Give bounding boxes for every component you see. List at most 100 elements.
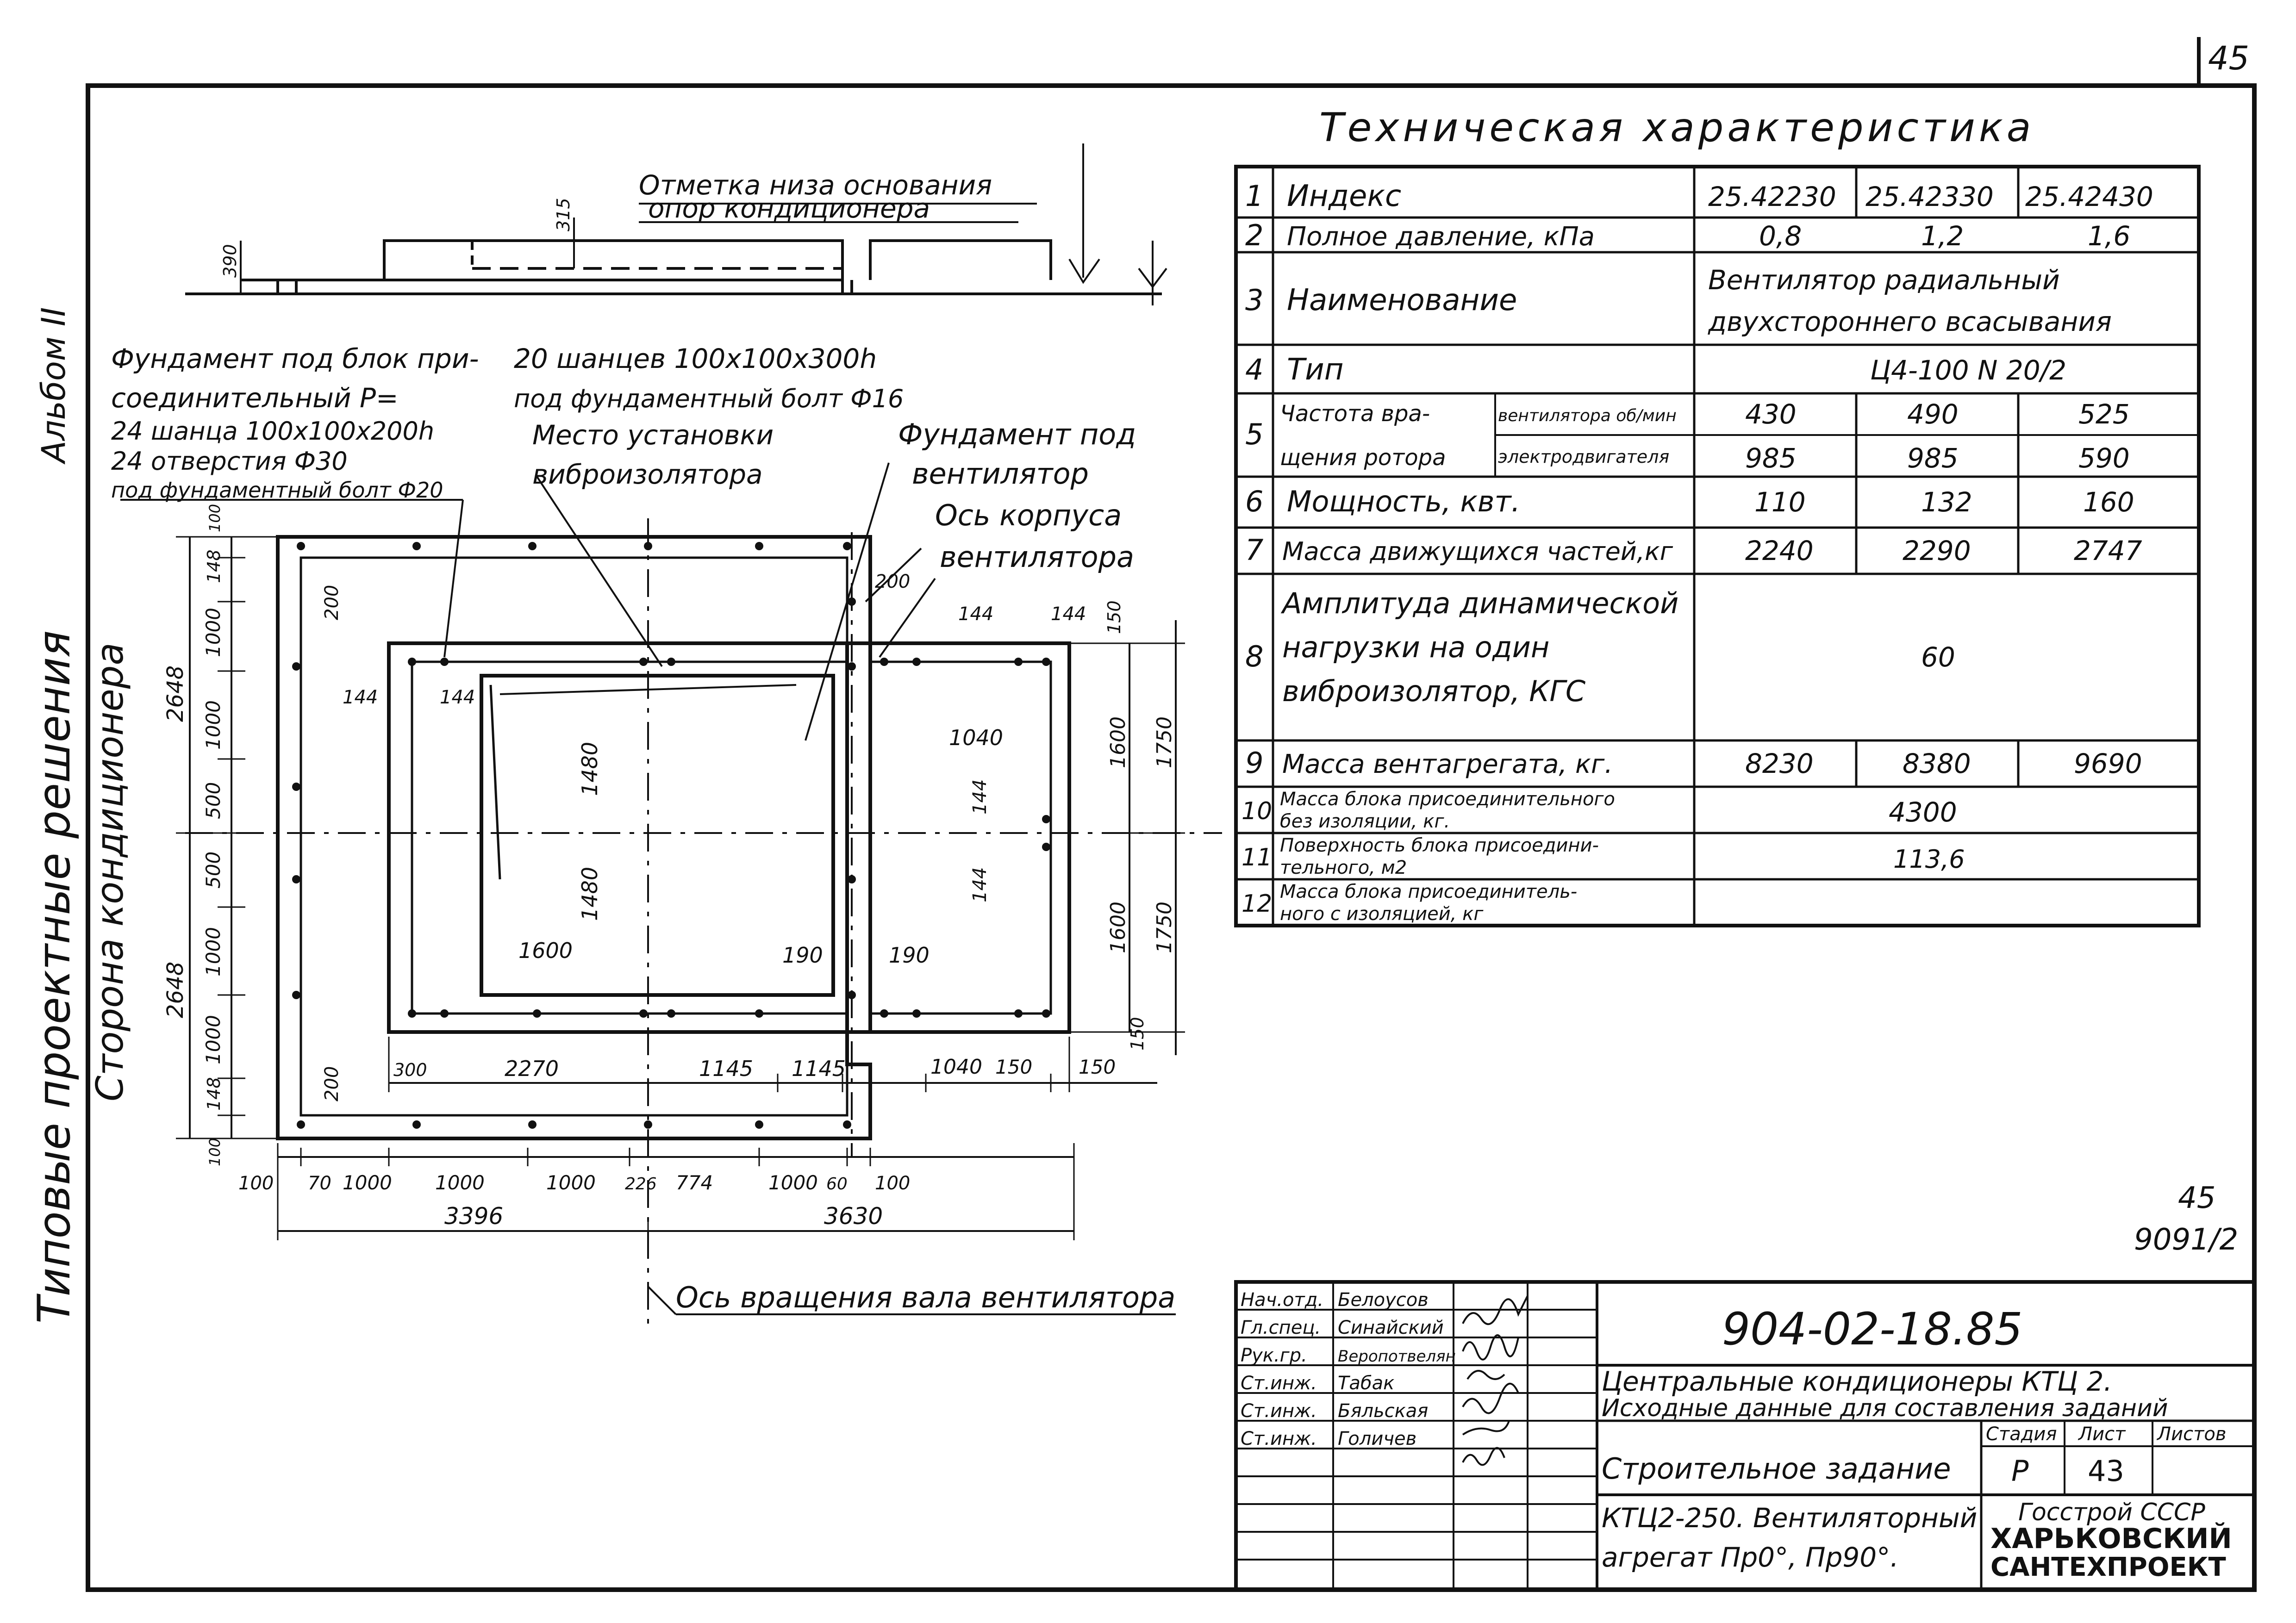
dim-b-3630: 3630 xyxy=(824,1203,883,1230)
row-5-sub-2: электродвигателя xyxy=(1498,447,1669,467)
sheet-ref-2: 9091/2 xyxy=(2134,1223,2238,1257)
row-2-v3: 1,6 xyxy=(2088,220,2130,252)
found-block-5: под фундаментный болт Ф20 xyxy=(111,478,443,503)
dim-150b: 150 xyxy=(995,1056,1032,1078)
found-block-3: 24 шанца 100х100х200h xyxy=(111,417,434,446)
dim-l-1000a: 1000 xyxy=(202,608,225,657)
dim-200b: 200 xyxy=(875,571,910,592)
sheets-header: Листов xyxy=(2156,1424,2226,1445)
found-fan-1: Фундамент под xyxy=(898,417,1136,451)
row-11-name-2: тельного, м2 xyxy=(1280,857,1407,878)
dim-200c: 200 xyxy=(321,1066,343,1101)
vibro-2: виброизолятора xyxy=(532,459,763,490)
row-5-v1b: 985 xyxy=(1745,442,1797,474)
doc-code: 904-02-18.85 xyxy=(1722,1303,2023,1355)
desc-1: КТЦ2-250. Вентиляторный xyxy=(1602,1502,1977,1534)
row-4-span: Ц4-100 N 20/2 xyxy=(1870,354,2066,386)
bolt-holes xyxy=(292,542,1050,1129)
row-6-num: 6 xyxy=(1245,485,1263,518)
row-5-v2a: 490 xyxy=(1907,398,1959,430)
row-3-num: 3 xyxy=(1245,283,1263,317)
dim-l-100b: 100 xyxy=(206,1138,224,1166)
row-5-name-1: Частота вра- xyxy=(1280,401,1430,427)
dim-l-1000d: 1000 xyxy=(202,1015,225,1064)
dim-m-1145b: 1145 xyxy=(792,1056,846,1081)
dim-200a: 200 xyxy=(321,585,343,620)
row-8-name-2: нагрузки на один xyxy=(1282,630,1549,664)
dim-l-500a: 500 xyxy=(202,782,225,819)
row-5-v2b: 985 xyxy=(1907,442,1959,474)
stamp-name-5: Бяльская xyxy=(1338,1400,1428,1422)
row-9-v2: 8380 xyxy=(1903,748,1971,779)
dim-m-1145a: 1145 xyxy=(699,1056,753,1081)
dim-r-1750a: 1750 xyxy=(1153,716,1176,768)
dim-b-100b: 100 xyxy=(875,1173,910,1194)
dim-1040a: 1040 xyxy=(949,725,1003,750)
row-5-v1a: 430 xyxy=(1745,398,1797,430)
row-10-num: 10 xyxy=(1242,797,1272,825)
dim-r-1600a: 1600 xyxy=(1106,716,1130,768)
dim-l-2648a: 2648 xyxy=(162,665,188,722)
row-8-name-1: Амплитуда динамической xyxy=(1280,586,1678,620)
row-7-v3: 2747 xyxy=(2074,535,2142,566)
axis-body-1: Ось корпуса xyxy=(935,498,1122,532)
dim-315: 315 xyxy=(553,198,574,231)
dim-144d: 144 xyxy=(1051,603,1086,625)
dim-r-1750b: 1750 xyxy=(1153,902,1176,953)
dim-1480a: 1480 xyxy=(577,742,602,796)
dim-b-70: 70 xyxy=(308,1173,331,1194)
dim-190b: 190 xyxy=(889,943,930,968)
dim-144b: 144 xyxy=(440,687,475,708)
title-block xyxy=(1234,1280,2256,1592)
dim-390: 390 xyxy=(220,244,240,278)
stage-header: Стадия xyxy=(1986,1424,2057,1445)
stamp-name-2: Синайский xyxy=(1338,1317,1444,1338)
row-12-num: 12 xyxy=(1242,890,1272,918)
row-1-v3: 25.42430 xyxy=(2025,181,2153,212)
row-11-span: 113,6 xyxy=(1893,845,1965,874)
dim-m-300: 300 xyxy=(393,1060,427,1080)
row-11-name-1: Поверхность блока присоедини- xyxy=(1280,835,1599,856)
dim-150c: 150 xyxy=(1079,1056,1116,1078)
page-number: 45 xyxy=(2208,39,2249,77)
found-block-4: 24 отверстия Ф30 xyxy=(111,447,348,476)
axis-body-2: вентилятора xyxy=(940,540,1134,574)
row-9-name: Масса вентагрегата, кг. xyxy=(1282,749,1613,779)
side-title-1: Типовые проектные решения xyxy=(28,630,80,1324)
album-label: Альбом II xyxy=(35,307,73,465)
found-fan-2: вентилятор xyxy=(912,457,1089,491)
dim-144c: 144 xyxy=(958,603,993,625)
stamp-role-2: Гл.спец. xyxy=(1241,1317,1321,1338)
stamp-name-3: Веропотвелян xyxy=(1338,1347,1456,1366)
sheet-value: 43 xyxy=(2088,1454,2124,1488)
tech-table xyxy=(1234,165,2201,927)
row-6-v1: 110 xyxy=(1754,486,1806,518)
dim-1040b: 1040 xyxy=(930,1055,982,1079)
row-3-span-2: двухстороннего всасывания xyxy=(1708,306,2112,337)
row-4-name: Тип xyxy=(1287,353,1344,387)
row-8-span: 60 xyxy=(1921,641,1955,673)
row-11-num: 11 xyxy=(1242,844,1272,871)
dim-l-100: 100 xyxy=(206,504,224,532)
row-5-num: 5 xyxy=(1245,417,1263,451)
dim-144e: 144 xyxy=(969,779,991,815)
row-1-num: 1 xyxy=(1245,179,1263,213)
mark-bottom-2: опор кондиционера xyxy=(648,193,930,224)
dim-l-148: 148 xyxy=(204,549,224,583)
row-9-v3: 9690 xyxy=(2074,748,2142,779)
dim-b-1000a: 1000 xyxy=(343,1171,392,1194)
dim-b-226: 226 xyxy=(625,1175,657,1194)
dim-m-2270: 2270 xyxy=(505,1056,559,1081)
row-5-v3a: 525 xyxy=(2078,398,2130,430)
dim-b-774: 774 xyxy=(676,1171,713,1194)
row-7-name: Масса движущихся частей,кг xyxy=(1282,537,1673,566)
dim-l-500b: 500 xyxy=(202,852,225,889)
org-1: Госстрой СССР xyxy=(2018,1499,2205,1526)
row-7-v1: 2240 xyxy=(1745,535,1814,566)
stamp-name-4: Табак xyxy=(1338,1373,1394,1394)
row-9-num: 9 xyxy=(1245,746,1263,780)
row-3-span-1: Вентилятор радиальный xyxy=(1708,264,2060,296)
dim-b-60: 60 xyxy=(826,1175,848,1194)
sheet-frame xyxy=(86,83,2257,1592)
